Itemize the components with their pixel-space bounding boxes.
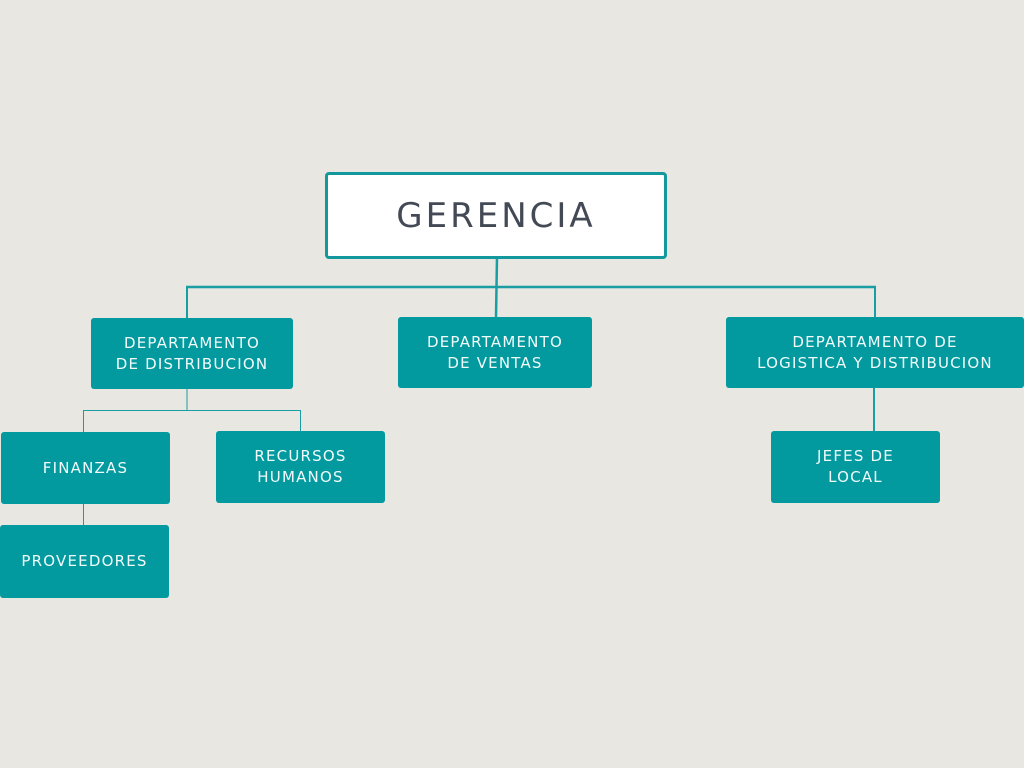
node-finanzas: FINANZAS (1, 432, 170, 504)
node-jefes-de-local: JEFES DE LOCAL (771, 431, 940, 503)
node-gerencia: GERENCIA (325, 172, 667, 259)
node-recursos-humanos: RECURSOS HUMANOS (216, 431, 385, 503)
node-gerencia-label: GERENCIA (396, 195, 596, 236)
node-jefes-de-local-label: JEFES DE LOCAL (817, 447, 894, 486)
node-recursos-humanos-label: RECURSOS HUMANOS (254, 447, 347, 486)
node-departamento-ventas-label: DEPARTAMENTO DE VENTAS (427, 332, 563, 372)
node-departamento-distribucion-label: DEPARTAMENTO DE DISTRIBUCION (115, 333, 269, 373)
node-departamento-logistica-label: DEPARTAMENTO DE LOGISTICA Y DISTRIBUCION (757, 332, 993, 372)
node-departamento-logistica: DEPARTAMENTO DE LOGISTICA Y DISTRIBUCION (726, 317, 1024, 388)
node-proveedores-label: PROVEEDORES (21, 552, 148, 570)
node-proveedores: PROVEEDORES (0, 525, 169, 598)
node-departamento-distribucion: DEPARTAMENTO DE DISTRIBUCION (91, 318, 293, 389)
node-departamento-ventas: DEPARTAMENTO DE VENTAS (398, 317, 592, 388)
node-finanzas-label: FINANZAS (42, 458, 129, 477)
